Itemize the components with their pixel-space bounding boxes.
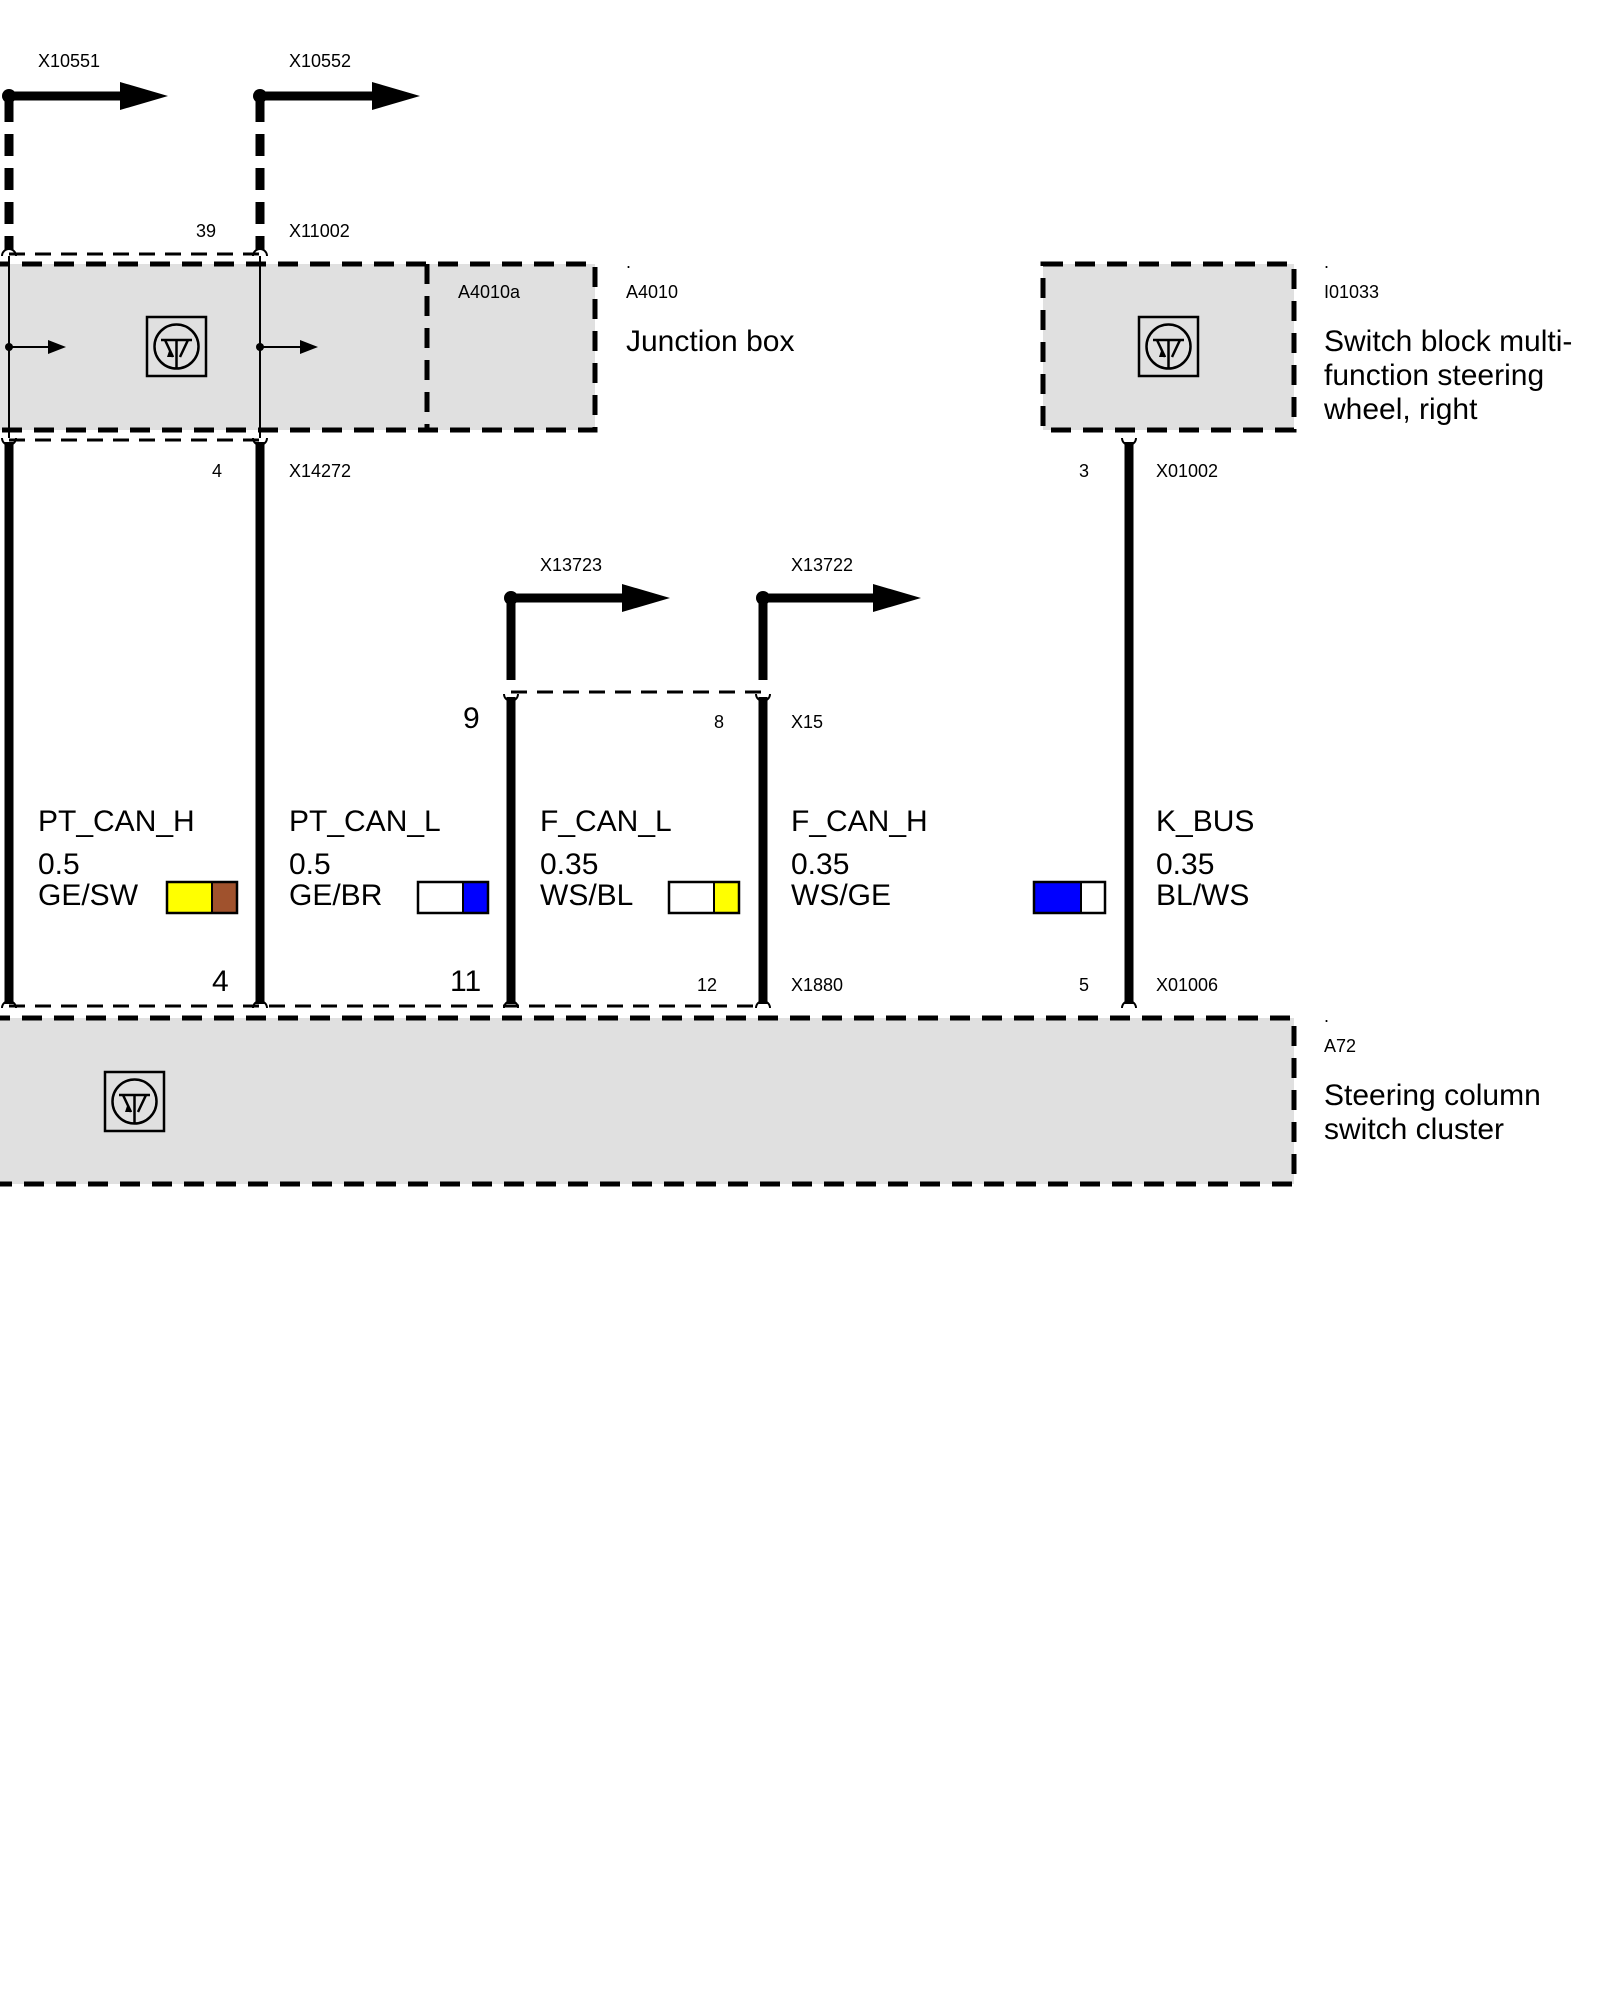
component-name-line-3: wheel, right xyxy=(1323,393,1478,426)
component-name-junction-box: Junction box xyxy=(626,325,794,358)
arrow-right-icon xyxy=(120,82,168,110)
wire-color-code: WS/BL xyxy=(540,879,633,912)
wire-label-pt-can-l: PT_CAN_L 0.5 GE/BR xyxy=(289,805,490,915)
wire-signal: F_CAN_L xyxy=(540,805,672,838)
wire-signal: PT_CAN_L xyxy=(289,805,441,838)
pin-cup xyxy=(1,248,17,257)
connector-label-x01006: X01006 xyxy=(1156,975,1218,995)
pin-cup xyxy=(252,1000,268,1009)
pin-cup xyxy=(755,693,771,702)
wire-color-swatch xyxy=(167,882,212,913)
sub-module-code: A4010a xyxy=(458,282,521,302)
component-name-line-1: Switch block multi- xyxy=(1324,325,1572,358)
connector-label-x14272: X14272 xyxy=(289,461,351,481)
arrow-right-icon xyxy=(372,82,420,110)
pin-cup xyxy=(1,1000,17,1009)
component-code-a72: A72 xyxy=(1324,1036,1356,1056)
connector-label-x10552: X10552 xyxy=(289,51,351,71)
steering-cluster-outline xyxy=(0,1015,1297,1187)
main-wires xyxy=(4,442,1134,1004)
pin-cup xyxy=(503,1000,519,1009)
arrow-right-icon xyxy=(48,340,66,354)
pin-label-12: 12 xyxy=(697,975,717,995)
wire-color-swatch xyxy=(1081,882,1105,913)
wire-color-code: BL/WS xyxy=(1156,879,1249,912)
wire-color-swatch xyxy=(669,882,714,913)
wire-gauge: 0.35 xyxy=(1156,848,1214,881)
pin-label-3: 3 xyxy=(1079,461,1089,481)
wire-label-pt-can-h: PT_CAN_H 0.5 GE/SW xyxy=(38,805,239,915)
wire-label-f-can-l: F_CAN_L 0.35 WS/BL xyxy=(540,805,741,915)
wire-color-swatch xyxy=(212,882,237,913)
wire-signal: K_BUS xyxy=(1156,805,1254,838)
junction-box xyxy=(0,248,598,446)
wire-color-code: GE/SW xyxy=(38,879,139,912)
component-dot: . xyxy=(1324,252,1329,272)
component-name-line-2: function steering xyxy=(1324,359,1544,392)
component-code-i01033: I01033 xyxy=(1324,282,1379,302)
pin-label-8: 8 xyxy=(714,712,724,732)
wire-signal: PT_CAN_H xyxy=(38,805,195,838)
component-name-line-1: Steering column xyxy=(1324,1079,1541,1112)
connector-label-x13722: X13722 xyxy=(791,555,853,575)
wire-color-swatch xyxy=(463,882,488,913)
connector-label-x13723: X13723 xyxy=(540,555,602,575)
component-dot: . xyxy=(626,252,631,272)
pin-cup xyxy=(755,1000,771,1009)
wire-signal: F_CAN_H xyxy=(791,805,928,838)
wire-color-code: GE/BR xyxy=(289,879,382,912)
transistor-symbol-icon xyxy=(1137,315,1200,378)
transistor-symbol-icon xyxy=(145,315,208,378)
pin-label-4-bottom: 4 xyxy=(212,965,229,998)
wire-color-swatch xyxy=(714,882,739,913)
component-code-a4010: A4010 xyxy=(626,282,678,302)
middle-feeds xyxy=(503,584,921,702)
pin-label-9: 9 xyxy=(463,702,480,735)
swatch-border xyxy=(667,880,741,915)
wire-gauge: 0.5 xyxy=(289,848,331,881)
connector-label-x10551: X10551 xyxy=(38,51,100,71)
pin-cup xyxy=(1121,1000,1137,1009)
wire-gauge: 0.5 xyxy=(38,848,80,881)
wire-gauge: 0.35 xyxy=(540,848,598,881)
component-dot: . xyxy=(1324,1006,1329,1026)
pin-cup xyxy=(252,248,268,257)
arrow-right-icon xyxy=(622,584,670,612)
component-name-line-2: switch cluster xyxy=(1324,1113,1504,1146)
wire-label-f-can-h: F_CAN_H 0.35 WS/GE xyxy=(791,805,928,912)
pin-label-39: 39 xyxy=(196,221,216,241)
connector-label-x15: X15 xyxy=(791,712,823,732)
top-feeds xyxy=(2,82,420,250)
wire-color-code: WS/GE xyxy=(791,879,891,912)
wire-label-k-bus: K_BUS 0.35 BL/WS xyxy=(1032,805,1254,915)
switch-block xyxy=(1040,261,1297,446)
steering-column-switch-cluster xyxy=(0,1000,1297,1187)
connector-label-x11002: X11002 xyxy=(289,221,350,241)
swatch-border xyxy=(416,880,490,915)
transistor-symbol-icon xyxy=(103,1070,166,1133)
swatch-border xyxy=(1032,880,1107,915)
wire-gauge: 0.35 xyxy=(791,848,849,881)
pin-cup xyxy=(503,693,519,702)
swatch-border xyxy=(165,880,239,915)
connector-label-x1880: X1880 xyxy=(791,975,843,995)
arrow-right-icon xyxy=(873,584,921,612)
wire-color-swatch xyxy=(418,882,463,913)
wire-color-swatch xyxy=(1034,882,1081,913)
pin-label-11: 11 xyxy=(450,965,481,998)
arrow-right-icon xyxy=(300,340,318,354)
pin-label-5: 5 xyxy=(1079,975,1089,995)
connector-label-x01002: X01002 xyxy=(1156,461,1218,481)
pin-label-4-top: 4 xyxy=(212,461,222,481)
